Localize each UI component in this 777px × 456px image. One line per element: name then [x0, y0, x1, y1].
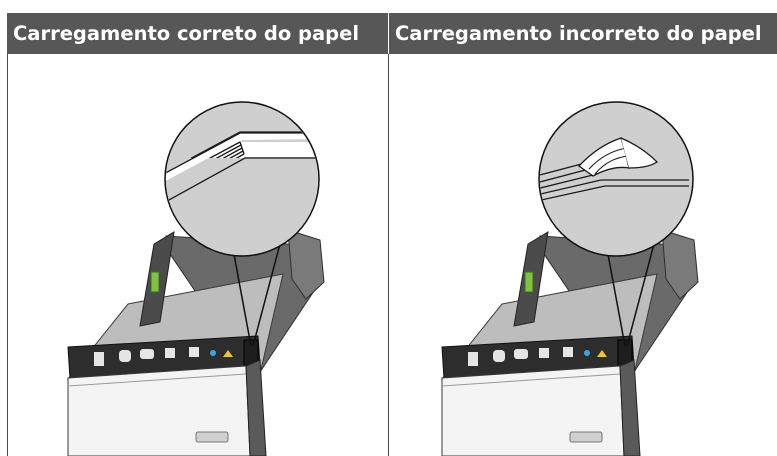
rail-yellow-indicator — [597, 350, 607, 357]
table-header-row: Carregamento correto do papel Carregamen… — [7, 13, 777, 54]
table-middle-border — [388, 54, 389, 456]
magnifier-incorrect — [538, 101, 694, 257]
magnifier-correct — [164, 101, 320, 257]
rail-icons — [468, 347, 573, 366]
flat-paper-stack — [166, 131, 318, 238]
rail-blue-indicator — [584, 350, 590, 356]
cell-correct-loading — [8, 54, 388, 456]
guide-green-indicator — [524, 271, 534, 293]
header-divider — [388, 13, 389, 54]
table-body-row — [7, 54, 777, 456]
cell-incorrect-loading — [389, 54, 777, 456]
curled-paper-stack — [540, 137, 689, 203]
incorrect-loading-illustration — [440, 101, 699, 456]
rail-blue-indicator — [210, 350, 216, 356]
rail-icons — [94, 347, 199, 366]
header-incorrect-loading: Carregamento incorreto do papel — [395, 22, 762, 45]
paper-tray — [440, 229, 699, 456]
correct-loading-illustration — [66, 101, 325, 456]
paper-tray — [66, 229, 325, 456]
guide-green-indicator — [150, 271, 160, 293]
header-correct-loading: Carregamento correto do papel — [13, 22, 360, 45]
paper-loading-table: Carregamento correto do papel Carregamen… — [7, 13, 777, 456]
table-left-border — [7, 54, 8, 456]
rail-yellow-indicator — [223, 350, 233, 357]
